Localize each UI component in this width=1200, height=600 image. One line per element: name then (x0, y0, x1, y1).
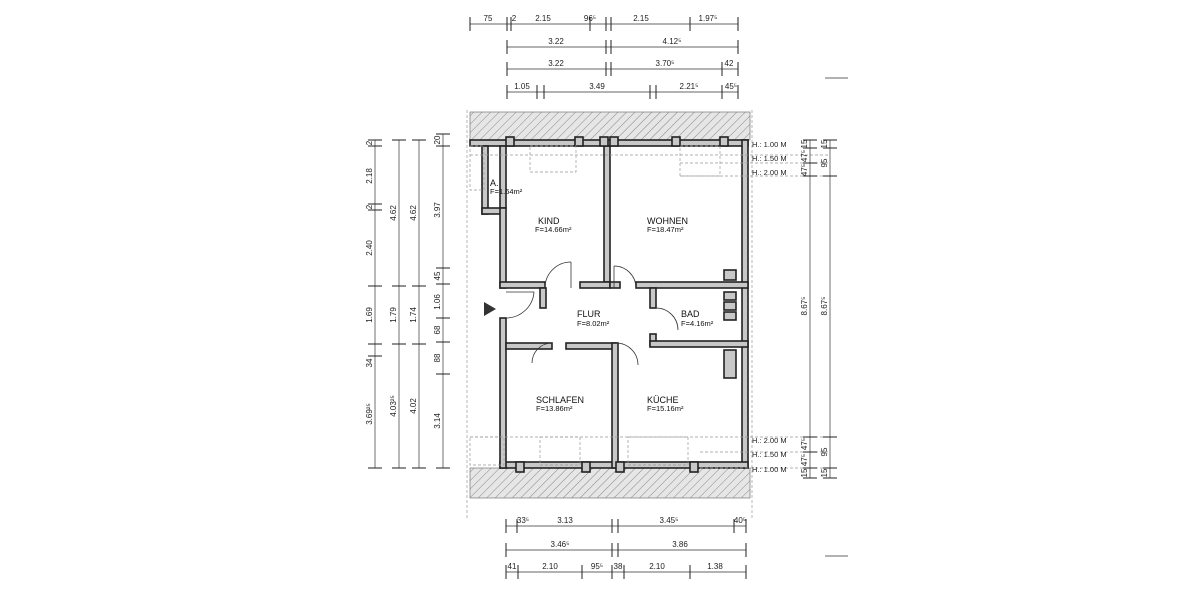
svg-text:8.67⁵: 8.67⁵ (820, 297, 829, 316)
room-schlafen-name: SCHLAFEN (536, 395, 584, 405)
bottom-dimensions: 33⁵ 3.13 3.45⁵ 40⁵ 3.46⁵ 3.86 41 2.10 95… (505, 516, 747, 579)
svg-text:3.70⁵: 3.70⁵ (656, 59, 675, 68)
room-schlafen-area: F=13.86m² (536, 404, 573, 413)
svg-text:34: 34 (365, 358, 374, 367)
room-kueche-area: F=15.16m² (647, 404, 684, 413)
svg-text:H.: 1.50 M: H.: 1.50 M (752, 450, 787, 459)
svg-text:3.49: 3.49 (589, 82, 605, 91)
svg-text:15: 15 (800, 468, 809, 477)
doors (505, 261, 679, 366)
window-guides (469, 145, 830, 469)
svg-text:2.15: 2.15 (535, 14, 551, 23)
svg-text:1.05: 1.05 (514, 82, 530, 91)
svg-text:45⁵: 45⁵ (725, 82, 737, 91)
svg-text:3.13: 3.13 (557, 516, 573, 525)
svg-text:2.18: 2.18 (365, 168, 374, 184)
svg-text:75: 75 (484, 14, 493, 23)
room-a-area: F=1.64m² (490, 187, 523, 196)
svg-text:1.06: 1.06 (433, 294, 442, 310)
svg-text:2: 2 (365, 140, 374, 145)
svg-text:96⁵: 96⁵ (584, 14, 596, 23)
svg-text:3.14: 3.14 (433, 413, 442, 429)
svg-text:40⁵: 40⁵ (734, 516, 746, 525)
svg-text:3.69²⁵: 3.69²⁵ (365, 403, 374, 425)
svg-text:68: 68 (433, 325, 442, 334)
svg-text:47⁵: 47⁵ (800, 438, 809, 450)
svg-text:2.15: 2.15 (633, 14, 649, 23)
svg-text:H.: 2.00 M: H.: 2.00 M (752, 168, 787, 177)
svg-text:4.12⁵: 4.12⁵ (663, 37, 682, 46)
svg-text:2.21⁵: 2.21⁵ (680, 82, 699, 91)
svg-text:1.38: 1.38 (707, 562, 723, 571)
right-dimensions: H.: 1.00 M H.: 1.50 M H.: 2.00 M H.: 2.0… (752, 77, 848, 557)
svg-text:2.10: 2.10 (649, 562, 665, 571)
svg-text:42: 42 (725, 59, 734, 68)
svg-text:2: 2 (512, 14, 517, 23)
svg-text:4.03²⁵: 4.03²⁵ (389, 395, 398, 417)
room-a-name: A. (490, 178, 499, 188)
svg-text:15: 15 (820, 139, 829, 148)
svg-text:4.02: 4.02 (409, 398, 418, 414)
room-kind-area: F=14.66m² (535, 225, 572, 234)
svg-text:3.45⁵: 3.45⁵ (660, 516, 679, 525)
room-wohnen-name: WOHNEN (647, 216, 688, 226)
svg-text:3.22: 3.22 (548, 59, 564, 68)
svg-text:2: 2 (365, 204, 374, 209)
svg-text:47⁵: 47⁵ (800, 454, 809, 466)
svg-text:2.10: 2.10 (542, 562, 558, 571)
top-dimensions: 75 2 2.15 96⁵ 2.15 1.97⁵ 3.22 4.12⁵ 3.22… (469, 14, 739, 99)
svg-text:2.40: 2.40 (365, 240, 374, 256)
svg-text:4.62: 4.62 (409, 205, 418, 221)
entrance-arrow-icon (484, 302, 496, 316)
svg-text:H.: 1.00 M: H.: 1.00 M (752, 465, 787, 474)
svg-text:4.62: 4.62 (389, 205, 398, 221)
roof-band-top (469, 111, 751, 141)
svg-text:38: 38 (614, 562, 623, 571)
svg-text:33⁵: 33⁵ (517, 516, 529, 525)
room-kueche-name: KÜCHE (647, 395, 679, 405)
svg-text:3.97: 3.97 (433, 202, 442, 218)
svg-text:1.69: 1.69 (365, 307, 374, 323)
svg-text:95: 95 (820, 447, 829, 456)
svg-text:3.22: 3.22 (548, 37, 564, 46)
room-bad-name: BAD (681, 309, 700, 319)
room-kind-name: KIND (538, 216, 560, 226)
svg-text:47⁵: 47⁵ (800, 150, 809, 162)
room-flur-name: FLUR (577, 309, 601, 319)
room-flur-area: F=8.02m² (577, 319, 610, 328)
left-dimensions: 2 2.18 2 2.40 1.69 34 3.69²⁵ 4.62 1.79 4… (365, 133, 450, 469)
svg-text:20: 20 (433, 135, 442, 144)
svg-text:95: 95 (820, 158, 829, 167)
svg-text:15: 15 (800, 139, 809, 148)
svg-text:41: 41 (508, 562, 517, 571)
svg-text:45: 45 (433, 271, 442, 280)
svg-text:1.74: 1.74 (409, 307, 418, 323)
room-bad-area: F=4.16m² (681, 319, 714, 328)
svg-text:3.46⁵: 3.46⁵ (551, 540, 570, 549)
svg-text:47⁵: 47⁵ (800, 164, 809, 176)
svg-text:88: 88 (433, 353, 442, 362)
svg-text:15: 15 (820, 468, 829, 477)
svg-text:3.86: 3.86 (672, 540, 688, 549)
room-wohnen-area: F=18.47m² (647, 225, 684, 234)
svg-text:8.67⁵: 8.67⁵ (800, 297, 809, 316)
roof-band-bottom (469, 467, 751, 499)
svg-text:H.: 2.00 M: H.: 2.00 M (752, 436, 787, 445)
svg-text:H.: 1.50 M: H.: 1.50 M (752, 154, 787, 163)
svg-text:1.97⁵: 1.97⁵ (699, 14, 718, 23)
svg-text:1.79: 1.79 (389, 307, 398, 323)
svg-text:H.: 1.00 M: H.: 1.00 M (752, 140, 787, 149)
svg-text:95⁵: 95⁵ (591, 562, 603, 571)
